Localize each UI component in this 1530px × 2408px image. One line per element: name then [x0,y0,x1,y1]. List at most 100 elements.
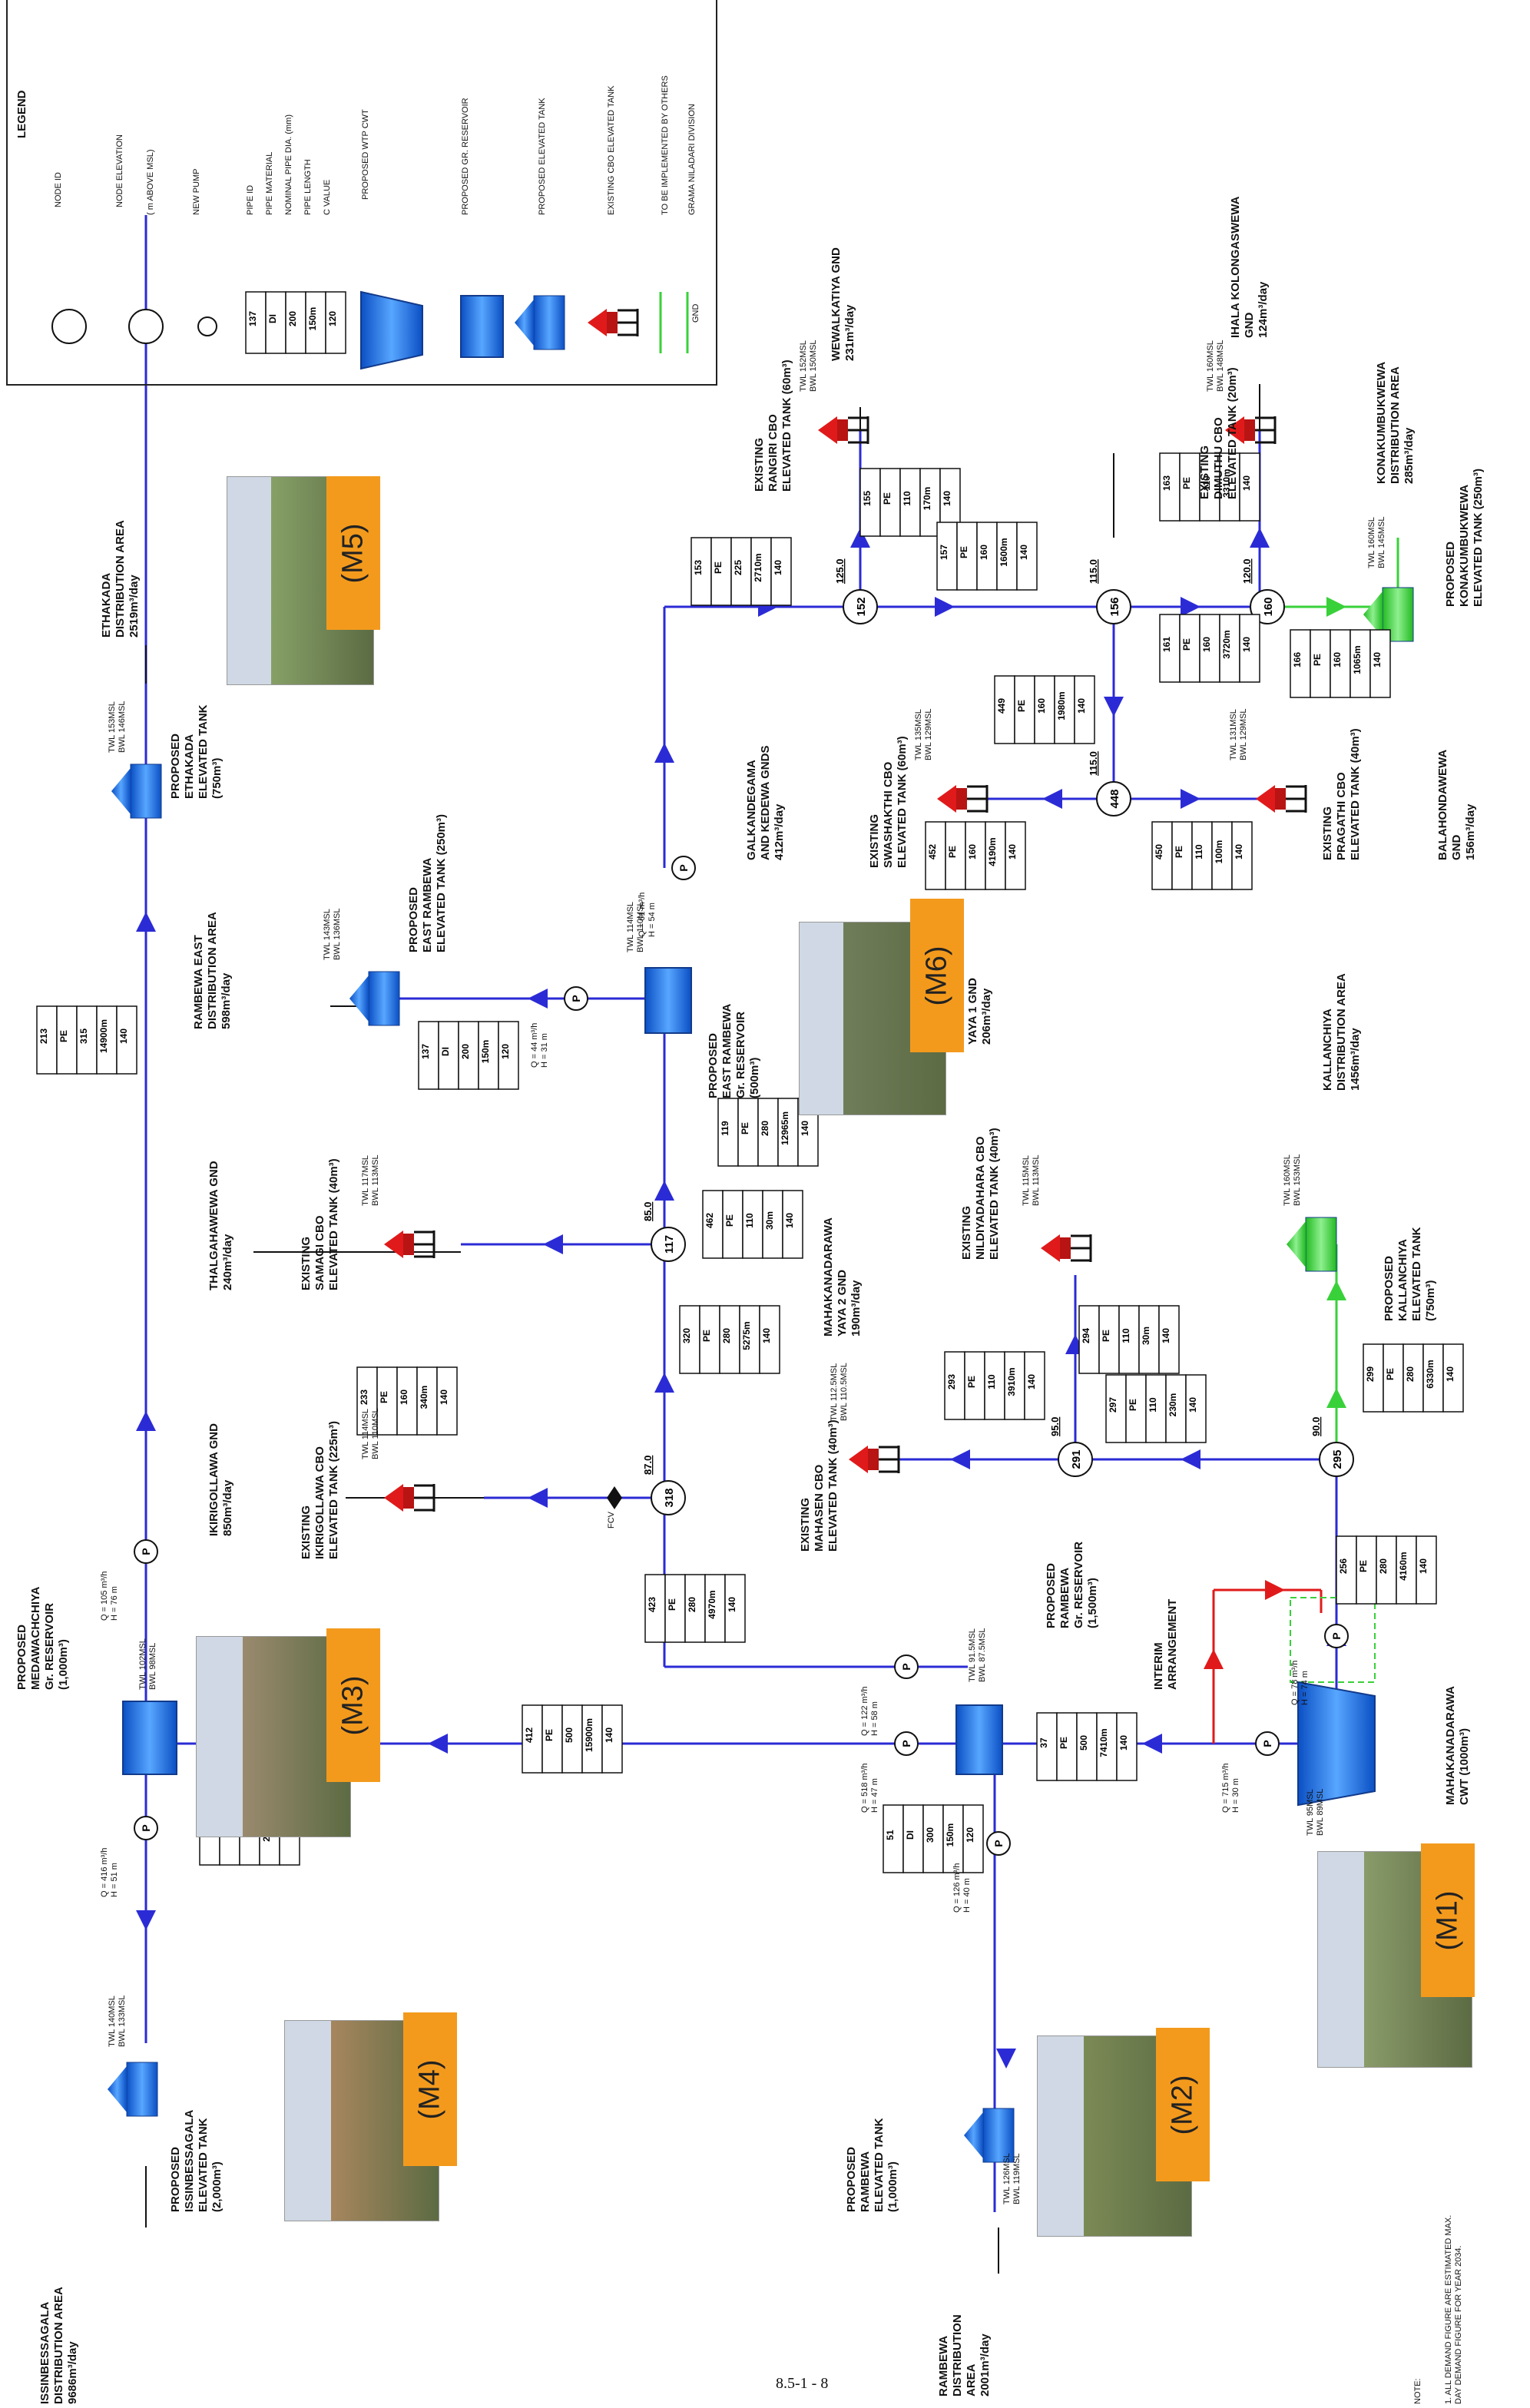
pipe-table-value: 140 [1241,475,1252,491]
tank-level-tag-line: BWL 150MSL [809,340,819,392]
pipe-table-value: 230m [1167,1393,1178,1417]
tank-level-tag: TWL 143MSLBWL 136MSL [323,909,343,960]
pipe-table-value: 3910m [1006,1367,1017,1396]
node-elevation: 115.0 [1088,751,1099,776]
facility-rambewa-et-line: PROPOSED [845,2118,859,2213]
facility-galkandegama-line: AND KEDEWA GNDS [759,746,773,860]
tank-level-tag: TWL 112.5MSLBWL 110.5MSL [830,1363,849,1421]
tank-level-tag: TWL 91.5MSLBWL 87.5MSL [968,1628,988,1682]
tank-level-tag: TWL 126MSLBWL 119MSL [1002,2153,1022,2204]
facility-east-rambewa-res-line: Gr. RESERVOIR [734,1004,748,1098]
tank-level-tag: TWL 153MSLBWL 146MSL [108,701,128,753]
page-number: 8.5-1 - 8 [776,2375,828,2393]
pipe-table-value: 1600m [998,538,1009,566]
legend-item: GRAMA NILADARI DIVISION [687,104,697,215]
legend-item-line: ( m ABOVE MSL) [146,149,156,215]
pipe-table-value: PE [1181,638,1192,651]
facility-thalgahawewa-line: 240m³/day [221,1161,235,1290]
pipe-table-value: 280 [1378,1558,1389,1574]
pipe-table-value: 449 [996,698,1007,714]
pipe-table-value: 340m [419,1386,429,1409]
legend-item: ( m ABOVE MSL) [146,149,156,215]
pipe-table-value: 452 [927,844,938,860]
node-id: 152 [855,597,868,616]
facility-ikirigollawa-line: IKIRIGOLLAWA CBO [313,1421,327,1559]
pragathi-cbo [1256,785,1275,813]
tank-level-tag-line: BWL 89MSL [1316,1789,1326,1836]
flow-arrow [543,1234,563,1254]
facility-pragathi-line: EXISTING [1321,728,1335,860]
note-title: NOTE: [1413,2378,1423,2404]
facility-rambewa-east-area: RAMBEWA EASTDISTRIBUTION AREA598m³/day [192,912,233,1029]
facility-niladari-line: ELEVATED TANK (40m³) [988,1128,1002,1260]
facility-balahond-line: 156m³/day [1464,750,1478,860]
swashakthi-cbo-body [956,788,967,810]
facility-medawachchiya: PROPOSEDMEDAWACHCHIYAGr. RESERVOIR(1,000… [15,1587,71,1690]
pipe-table-value: 150m [945,1823,955,1847]
pipe-table-value: 7410m [1098,1728,1109,1757]
flow-arrow [1042,789,1062,809]
facility-niladari: EXISTINGNILDIYADAHARA CBOELEVATED TANK (… [960,1128,1002,1260]
pump-letter: P [1330,1632,1343,1639]
samagi-cbo-body [403,1234,414,1255]
pipe-table-value: 110 [1194,844,1204,860]
pipe-table-value: PE [966,1376,977,1388]
tank-level-tag-line: BWL 98MSL [148,1638,158,1690]
pipe-table-value: PE [947,846,958,858]
legend-title-line: LEGEND [15,90,29,138]
facility-konakum-area-line: DISTRIBUTION AREA [1389,362,1402,484]
pipe-table-value: 155 [862,491,873,506]
fcv-valve-icon [607,1486,622,1509]
note-title-line: NOTE: [1413,2378,1423,2404]
pipe-table-value: PE [58,1030,69,1042]
pipe-table-value: 315 [78,1028,89,1044]
facility-cwt-line: CWT (1000m³) [1458,1686,1472,1805]
facility-galkandegama-line: 412m³/day [773,746,787,860]
facility-issinbessagala: PROPOSEDISSINBESSAGALAELEVATED TANK(2,00… [169,2110,224,2212]
node-id: 318 [663,1488,676,1507]
pipe-table-value: 5275m [741,1321,752,1350]
rambewa-elevated-tank-roof [964,2112,983,2158]
legend-item-line: PIPE LENGTH [303,159,313,215]
pump-duty-line: H = 40 m [962,1863,972,1913]
facility-rangiri-line: RANGIRI CBO [767,359,780,492]
pipe-table-value: 12965m [780,1111,790,1145]
facility-ethakada-line: PROPOSED [169,705,183,800]
pipe-table-value: 160 [967,844,978,860]
facility-rangiri-line: EXISTING [753,359,767,492]
tank-level-tag-line: BWL 129MSL [1239,709,1249,760]
pump-duty-line: H = 31 m [540,1023,550,1068]
pipe-table-value: 280 [760,1121,770,1136]
tank-level-tag-line: BWL 119MSL [1012,2153,1022,2204]
facility-samagi-line: ELEVATED TANK (40m³) [327,1158,341,1290]
pipe-table-value: 4160m [1398,1552,1409,1580]
pump-duty-line: Q = 126 m³/h [952,1863,962,1913]
facility-yaya2: MAHAKANADARAWAYAYA 2 GND190m³/day [822,1217,863,1336]
pipe-table-value: 4970m [707,1590,717,1618]
kallanchiya-tank [1306,1217,1336,1271]
pipe-table-value: 140 [1418,1558,1429,1574]
pump-duty-line: Q = 44 m³/h [530,1023,540,1068]
pipe-table-value: PE [1385,1368,1396,1380]
pipe-table-value: 153 [693,560,704,575]
pump-duty: Q = 44 m³/hH = 31 m [530,1023,550,1068]
legend-item: GND [691,304,701,323]
ethakada-tank-roof [111,768,131,814]
rangiri-cbo [818,416,837,444]
facility-ikirigollawa: EXISTINGIKIRIGOLLAWA CBOELEVATED TANK (2… [300,1421,341,1559]
flow-arrow [136,1910,156,1930]
facility-konakum-line: KONAKUMBUKWEWA [1458,469,1472,607]
note-lines-line: DAY DEMAND FIGURE FOR YEAR 2034. [1454,2215,1464,2404]
node-elevation: 87.0 [642,1456,654,1475]
pump-duty-line: Q = 105 m³/h [100,1571,110,1621]
flow-arrow [528,1488,548,1508]
pipe-table-value: PE [667,1598,677,1611]
tank-level-tag: TWL 115MSLBWL 113MSL [1022,1154,1042,1206]
node-id: 295 [1331,1449,1344,1469]
pump-duty: Q = 416 m³/hH = 51 m [100,1847,120,1897]
pipe-table-value: 140 [1372,652,1383,667]
tank-level-tag-line: BWL 110MSL [636,901,646,952]
